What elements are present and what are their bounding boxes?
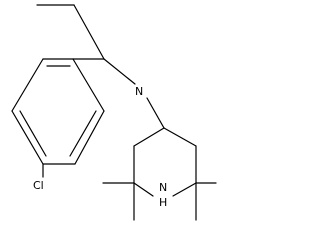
ring-nitrogen-label: N	[159, 181, 167, 194]
bond-ring-2	[11, 58, 44, 112]
bond-lines	[11, 4, 217, 221]
bond-ring-6	[72, 58, 105, 112]
bond-ring-5	[74, 110, 105, 165]
bond-pip-3	[172, 182, 197, 197]
bond-ring-double-2	[19, 110, 47, 157]
atom-labels: N Cl N H	[33, 85, 167, 209]
bond-ring-3	[11, 110, 44, 165]
bond-ring-double-3	[69, 110, 97, 157]
chemical-structure: N Cl N H	[11, 4, 217, 221]
amine-nitrogen-label: N	[135, 85, 143, 98]
ring-nitrogen-hydrogen-label: H	[159, 196, 167, 209]
bond-nh-piperidine	[146, 97, 165, 129]
bond-benzylic-nh	[103, 58, 136, 85]
bond-ethyl-ch2	[73, 4, 105, 60]
bond-pip-4	[133, 182, 154, 197]
bond-pip-1	[163, 127, 197, 147]
chlorine-label: Cl	[33, 179, 44, 192]
bond-pip-6	[133, 127, 165, 147]
